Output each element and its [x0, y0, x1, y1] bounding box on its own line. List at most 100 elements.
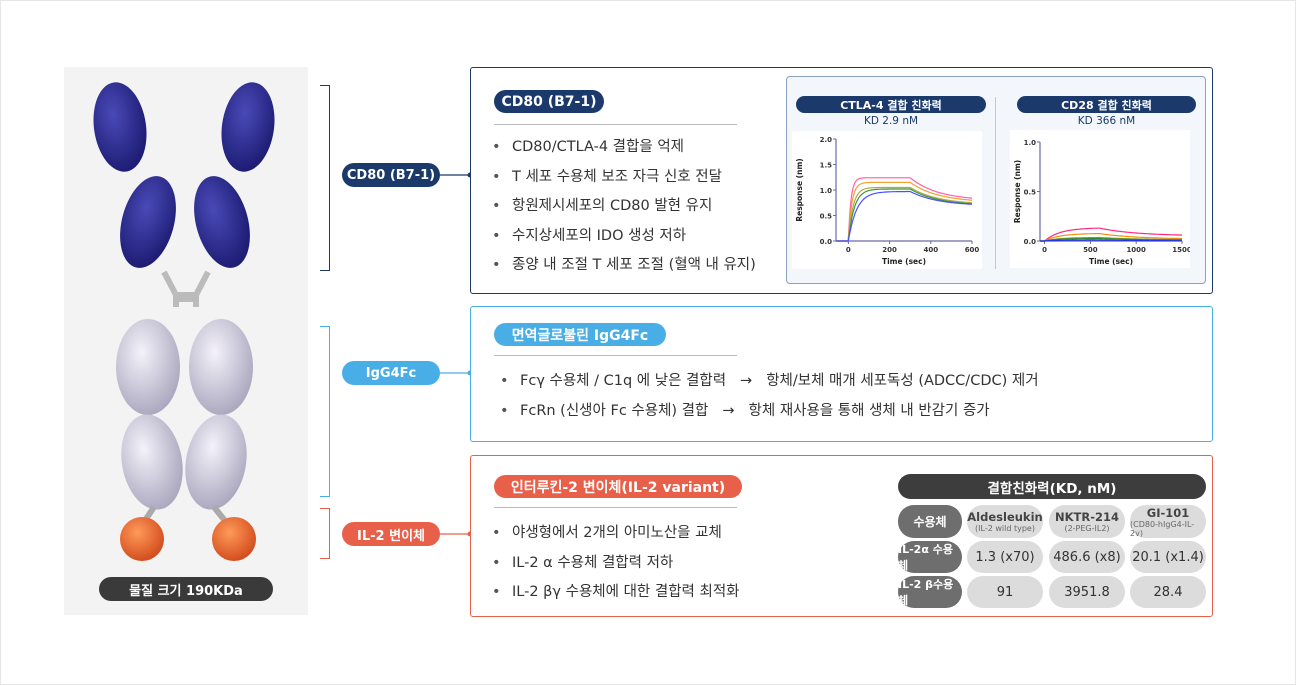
column-sub: (CD80-hIgG4-IL-2v) [1130, 519, 1195, 538]
igg4fc-title: 면역글로불린 IgG4Fc [494, 323, 666, 346]
y-axis-label: Response (nm) [1013, 160, 1022, 223]
fc-domain [185, 414, 247, 510]
bullet-left: Fcγ 수용체 / C1q 에 낮은 결합력 [520, 373, 727, 389]
arrow-icon: → [740, 373, 753, 389]
arrow-icon: → [722, 403, 735, 419]
table-corner: 수용체 [898, 505, 962, 538]
divider [494, 124, 737, 125]
y-axis-label: Response (nm) [795, 158, 804, 221]
bullet: CD80/CTLA-4 결합을 억제 [492, 133, 756, 163]
column-header: NKTR-214(2-PEG-IL2) [1049, 505, 1125, 538]
row-label: IL-2α 수용체 [898, 541, 962, 573]
size-label: 물질 크기 190KDa [99, 577, 273, 601]
series-line [836, 177, 973, 242]
series-line [836, 186, 973, 242]
chart2-kd: KD 366 nM [1077, 115, 1136, 127]
chart1-title: CTLA-4 결합 친화력 [796, 96, 986, 113]
column-sub: (IL-2 wild type) [975, 524, 1035, 533]
bullet: FcRn (신생아 Fc 수용체) 결합 → 항체 재사용을 통해 생체 내 반감기… [500, 396, 1039, 426]
igg4fc-label: IgG4Fc [342, 361, 440, 385]
bullet: 종양 내 조절 T 세포 조절 (혈액 내 유지) [492, 251, 756, 281]
y-tick-label: 0.0 [820, 238, 833, 246]
bullet-left: FcRn (신생아 Fc 수용체) 결합 [520, 403, 709, 419]
x-tick-label: 200 [882, 246, 897, 254]
bullet: T 세포 수용체 보조 자극 신호 전달 [492, 163, 756, 193]
il2-label: IL-2 변이체 [342, 522, 440, 546]
fc-domain [121, 414, 183, 510]
bullet: IL-2 α 수용체 결합력 저하 [492, 549, 740, 579]
cd80-title: CD80 (B7-1) [494, 90, 604, 113]
x-tick-label: 500 [1083, 246, 1098, 254]
column-header: GI-101(CD80-hIgG4-IL-2v) [1130, 505, 1206, 538]
chart2-title: CD28 결합 친화력 [1017, 96, 1196, 113]
antibody-panel [64, 67, 308, 615]
il2-bracket [320, 508, 330, 559]
table-cell: 91 [967, 576, 1043, 608]
heavy-chain-domain [194, 176, 250, 268]
y-tick-label: 1.0 [820, 187, 833, 195]
series-line [1040, 239, 1182, 242]
chart1-kd: KD 2.9 nM [863, 115, 919, 127]
igg4fc-bullets: Fcγ 수용체 / C1q 에 낮은 결합력 → 항체/보체 매개 세포독성 (AD… [500, 366, 1039, 426]
series-line [1040, 232, 1182, 242]
igg4fc-bracket [320, 326, 330, 497]
il2-domain [212, 517, 256, 561]
y-tick-label: 0.5 [820, 213, 833, 221]
column-name: GI-101 [1146, 505, 1190, 520]
heavy-chain-domain [93, 82, 147, 172]
cd80-label: CD80 (B7-1) [342, 163, 440, 187]
y-tick-label: 0.5 [1024, 189, 1037, 197]
series-line [836, 188, 973, 242]
bullet: 야생형에서 2개의 아미노산을 교체 [492, 519, 740, 549]
table-cell: 28.4 [1130, 576, 1206, 608]
series-line [836, 190, 973, 242]
y-tick-label: 1.5 [820, 162, 833, 170]
divider [494, 507, 737, 508]
il2-domain [120, 517, 164, 561]
table-cell: 486.6 (x8) [1049, 541, 1125, 573]
table-cell: 1.3 (x70) [967, 541, 1043, 573]
cd80-bullets: CD80/CTLA-4 결합을 억제 T 세포 수용체 보조 자극 신호 전달 … [492, 133, 756, 281]
x-axis-label: Time (sec) [882, 257, 926, 266]
x-axis-label: Time (sec) [1089, 257, 1133, 266]
series-line [1040, 237, 1182, 242]
y-tick-label: 1.0 [1024, 139, 1037, 147]
affinity-table-title: 결합친화력(KD, nM) [898, 474, 1206, 499]
x-tick-label: 1000 [1126, 246, 1146, 254]
chart-divider [995, 97, 996, 269]
il2-bullets: 야생형에서 2개의 아미노산을 교체 IL-2 α 수용체 결합력 저하 IL-… [492, 519, 740, 608]
cd80-bracket [320, 85, 330, 271]
x-tick-label: 0 [1042, 246, 1047, 254]
table-cell: 20.1 (x1.4) [1130, 541, 1206, 573]
table-cell: 3951.8 [1049, 576, 1125, 608]
x-tick-label: 0 [846, 246, 851, 254]
fc-domain [189, 319, 253, 415]
bullet: IL-2 βγ 수용체에 대한 결합력 최적화 [492, 578, 740, 608]
il2-title: 인터루킨-2 변이체(IL-2 variant) [494, 475, 742, 498]
fc-domain [116, 319, 180, 415]
y-tick-label: 2.0 [820, 136, 833, 144]
row-label: IL-2 β수용체 [898, 576, 962, 608]
column-name: Aldesleukin [967, 510, 1043, 524]
heavy-chain-domain [120, 176, 176, 268]
divider [494, 355, 737, 356]
series-line [1040, 227, 1183, 242]
connectors [440, 172, 472, 537]
bullet: Fcγ 수용체 / C1q 에 낮은 결합력 → 항체/보체 매개 세포독성 (AD… [500, 366, 1039, 396]
bullet: 항원제시세포의 CD80 발현 유지 [492, 192, 756, 222]
column-sub: (2-PEG-IL2) [1064, 524, 1110, 533]
y-tick-label: 0.0 [1024, 238, 1037, 246]
series-line [836, 181, 973, 242]
x-tick-label: 400 [923, 246, 938, 254]
heavy-chain-domain [221, 82, 275, 172]
x-tick-label: 1500 [1172, 246, 1190, 254]
column-name: NKTR-214 [1054, 510, 1119, 524]
bullet-right: 항체 재사용을 통해 생체 내 반감기 증가 [748, 403, 990, 419]
x-tick-label: 600 [965, 246, 980, 254]
antibody-illustration [93, 82, 275, 561]
bullet: 수지상세포의 IDO 생성 저하 [492, 222, 756, 252]
bullet-right: 항체/보체 매개 세포독성 (ADCC/CDC) 제거 [766, 373, 1039, 389]
column-header: Aldesleukin(IL-2 wild type) [967, 505, 1043, 538]
